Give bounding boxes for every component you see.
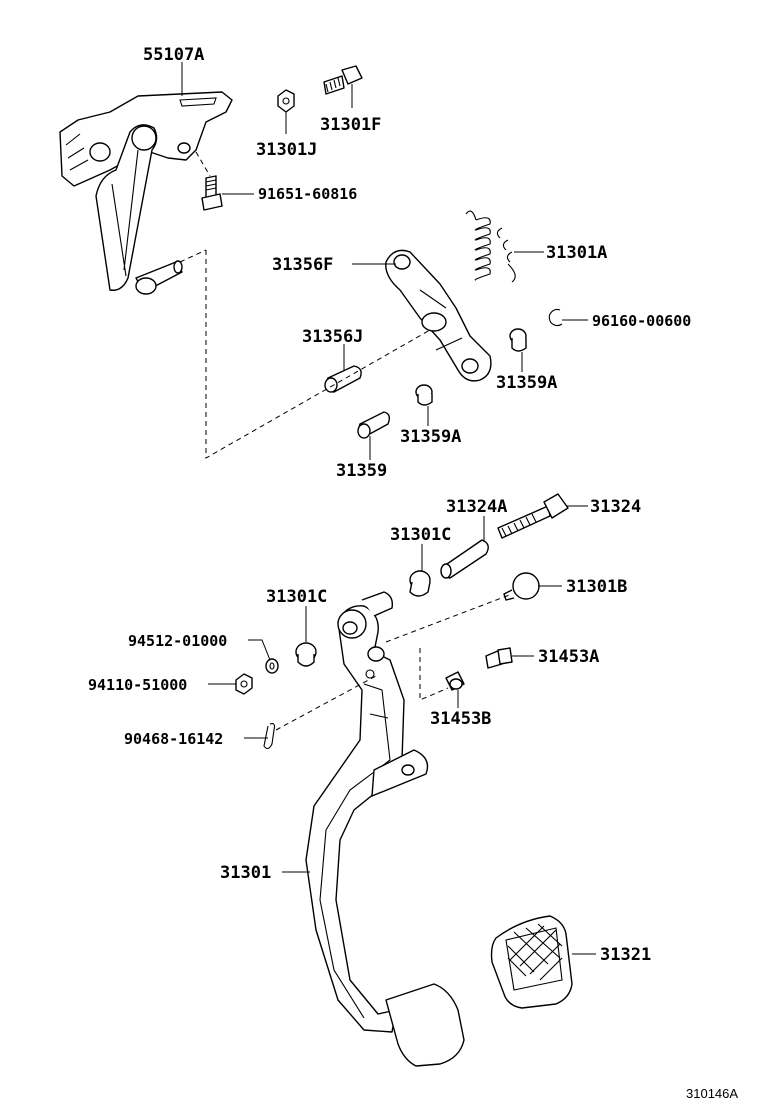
ering-96160-00600[interactable] <box>548 308 563 327</box>
collar-31324A[interactable] <box>440 539 489 579</box>
link-31356F[interactable] <box>385 249 492 382</box>
leader-lines <box>181 62 596 955</box>
stopper-31453A[interactable] <box>485 647 513 669</box>
bushing-31301C-upper[interactable] <box>409 570 431 597</box>
label-31301A: 31301A <box>546 243 607 263</box>
label-31301B: 31301B <box>566 577 627 597</box>
label-31301C-upper: 31301C <box>390 525 451 545</box>
pedal-pad-31321[interactable] <box>490 915 573 1009</box>
label-31301: 31301 <box>220 863 271 883</box>
label-31359: 31359 <box>336 461 387 481</box>
label-31356F: 31356F <box>272 255 333 275</box>
washer-94512-01000[interactable] <box>265 658 279 674</box>
label-31301C-lower: 31301C <box>266 587 327 607</box>
bushing-31359A-upper[interactable] <box>509 328 527 352</box>
diagram-id: 310146A <box>686 1086 738 1101</box>
sleeve-31356J[interactable] <box>324 365 362 393</box>
label-31356J: 31356J <box>302 327 363 347</box>
bolt-31324[interactable] <box>497 493 569 539</box>
label-31301F: 31301F <box>320 115 381 135</box>
bushing-31301C-lower[interactable] <box>295 642 317 667</box>
bolt-91651-60816[interactable] <box>201 175 223 211</box>
label-31324: 31324 <box>590 497 641 517</box>
nut-94110-51000[interactable] <box>235 673 253 695</box>
label-31321: 31321 <box>600 945 651 965</box>
label-94110-51000: 94110-51000 <box>88 676 187 694</box>
bolt-31301F[interactable] <box>323 65 363 95</box>
pedal-arm-31301[interactable] <box>305 591 465 1067</box>
label-96160-00600: 96160-00600 <box>592 312 691 330</box>
label-31324A: 31324A <box>446 497 507 517</box>
label-31453B: 31453B <box>430 709 491 729</box>
bracket-55107A[interactable] <box>59 91 233 295</box>
label-55107A: 55107A <box>143 45 204 65</box>
bushing-31359A-lower[interactable] <box>415 384 433 406</box>
label-31359A-upper: 31359A <box>496 373 557 393</box>
stopper-31453B[interactable] <box>445 671 465 691</box>
stopper-31301B[interactable] <box>503 572 540 601</box>
label-31301J: 31301J <box>256 140 317 160</box>
label-91651-60816: 91651-60816 <box>258 185 357 203</box>
label-94512-01000: 94512-01000 <box>128 632 227 650</box>
spring-31301A[interactable] <box>465 210 516 283</box>
pin-31359[interactable] <box>357 411 391 439</box>
label-31359A-lower: 31359A <box>400 427 461 447</box>
nut-31301J[interactable] <box>277 89 295 113</box>
label-31453A: 31453A <box>538 647 599 667</box>
label-90468-16142: 90468-16142 <box>124 730 223 748</box>
clip-90468-16142[interactable] <box>263 723 276 750</box>
